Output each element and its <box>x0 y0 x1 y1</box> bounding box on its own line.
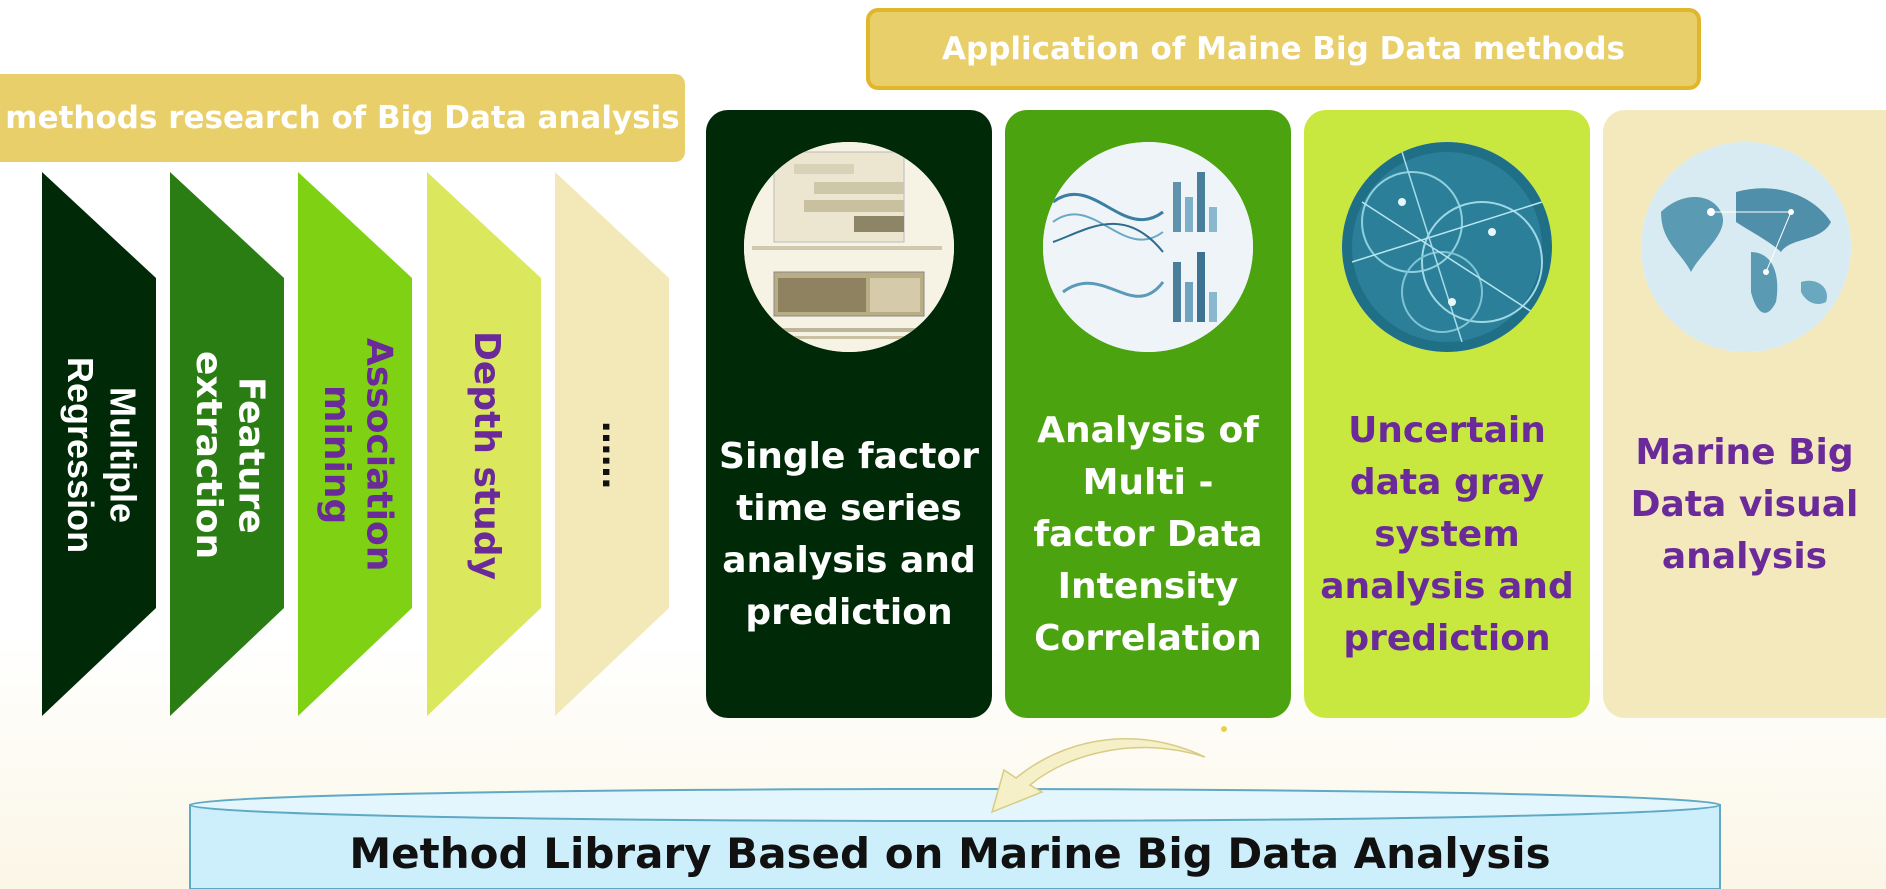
card-correlation-line2: Multi - <box>1082 461 1214 503</box>
column-regression-shape <box>42 172 156 716</box>
card-gray-system-line2: data gray <box>1349 461 1545 503</box>
card-gray-system-line4: analysis and <box>1320 566 1574 608</box>
column-regression-label: Multiple Regression <box>36 290 166 620</box>
column-depth-label: Depth study <box>421 290 551 620</box>
methods-research-banner: methods research of Big Data analysis <box>0 74 685 162</box>
card-gray-system-title: Uncertain data gray system analysis and … <box>1314 395 1580 675</box>
card-correlation: Analysis of Multi - factor Data Intensit… <box>1005 110 1291 718</box>
card-gray-system-line5: prediction <box>1343 618 1551 660</box>
column-depth-line1: Depth study <box>466 330 508 580</box>
card-time-series-line4: prediction <box>745 592 953 634</box>
card-gray-system: Uncertain data gray system analysis and … <box>1304 110 1590 718</box>
card-correlation-line4: Intensity <box>1057 566 1239 608</box>
column-feature-shape <box>170 172 284 716</box>
card-time-series-title: Single factor time series analysis and p… <box>716 395 982 675</box>
card-visual-analysis-line2: Data visual <box>1630 483 1859 525</box>
column-regression-line2: Regression <box>60 356 101 554</box>
method-library-label: Method Library Based on Marine Big Data … <box>349 828 1551 878</box>
method-columns-graphic <box>42 172 669 716</box>
library-cylinder-top <box>189 788 1721 822</box>
application-banner: Application of Maine Big Data methods <box>866 8 1701 90</box>
column-feature-line1: Feature <box>230 376 272 534</box>
column-feature-label: Feature extraction <box>164 290 294 620</box>
card-correlation-title: Analysis of Multi - factor Data Intensit… <box>1015 395 1281 675</box>
column-association-shape <box>298 172 412 716</box>
card-visual-analysis: Marine Big Data visual analysis <box>1603 110 1886 718</box>
column-depth-shape <box>427 172 541 716</box>
card-gray-system-line3: system <box>1374 513 1520 555</box>
card-correlation-line1: Analysis of <box>1037 409 1259 451</box>
column-association-line1: Association <box>358 338 400 572</box>
card-correlation-line3: factor Data <box>1033 513 1263 555</box>
column-regression-line1: Multiple <box>102 387 144 523</box>
column-more-shape <box>555 172 669 716</box>
column-association-line2: mining <box>316 385 357 525</box>
world-map-image <box>1641 142 1851 352</box>
card-time-series-line3: analysis and <box>722 540 976 581</box>
card-visual-analysis-line1: Marine Big <box>1635 431 1854 473</box>
card-time-series-line1: Single factor <box>719 435 979 477</box>
card-correlation-line5: Correlation <box>1034 618 1262 660</box>
network-globe-image <box>1342 142 1552 352</box>
correlation-chart-image <box>1043 142 1253 352</box>
column-more-line1: …… <box>594 421 635 489</box>
column-feature-line2: extraction <box>188 350 229 560</box>
card-time-series-line2: time series <box>736 487 962 529</box>
card-visual-analysis-line3: analysis <box>1661 536 1828 578</box>
card-visual-analysis-title: Marine Big Data visual analysis <box>1613 380 1876 630</box>
curved-arrow <box>990 738 1206 814</box>
time-series-chart-image <box>744 142 954 352</box>
column-more-label: …… <box>549 290 679 620</box>
dot-marker <box>1221 726 1227 732</box>
column-association-label: Association mining <box>292 290 422 620</box>
card-gray-system-line1: Uncertain <box>1348 409 1546 451</box>
card-time-series: Single factor time series analysis and p… <box>706 110 992 718</box>
